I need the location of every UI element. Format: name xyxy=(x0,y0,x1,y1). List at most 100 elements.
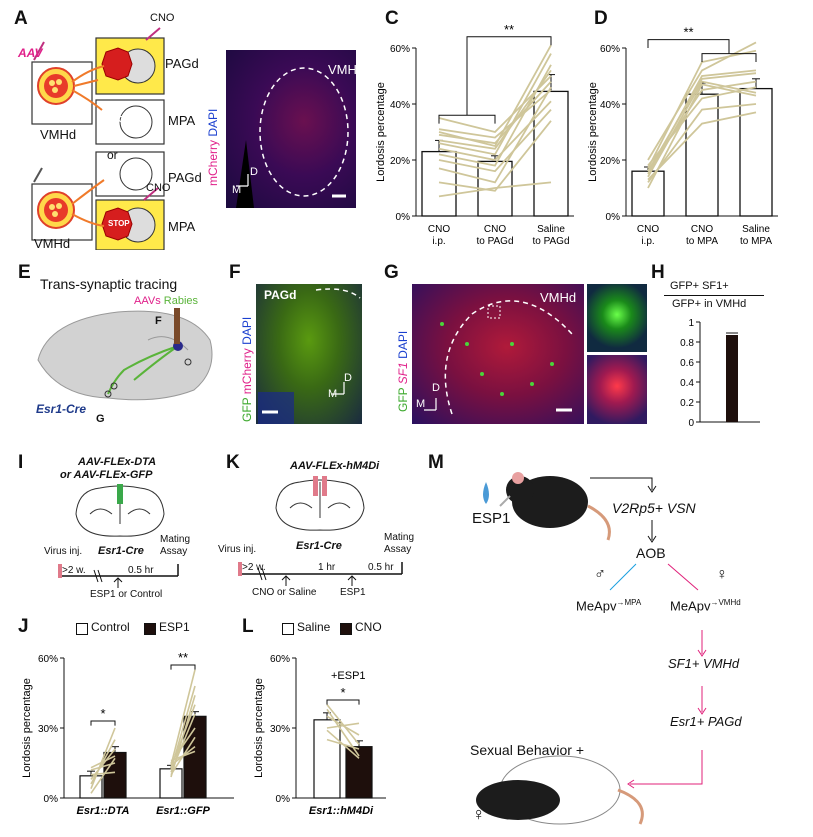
x-tick-label: CNO xyxy=(691,224,713,235)
panel-k-t-esp1: ESP1 xyxy=(340,587,366,598)
individual-line xyxy=(438,80,552,145)
panel-label-m: M xyxy=(428,452,444,473)
y-tick-label: 0.2 xyxy=(680,398,694,409)
legend-label-saline: Saline xyxy=(297,620,331,634)
individual-line xyxy=(438,108,552,173)
panel-i-t-dur: 0.5 hr xyxy=(128,565,154,576)
individual-line xyxy=(170,669,196,766)
aav-pipette-top xyxy=(33,41,45,61)
panel-label-i: I xyxy=(18,452,24,473)
injection-pipette xyxy=(174,308,180,344)
panel-label-l: L xyxy=(242,616,254,637)
individual-line xyxy=(326,729,360,759)
individual-line xyxy=(90,727,116,789)
stop-text-top: STOP xyxy=(108,115,130,124)
panel-label-h: H xyxy=(651,262,665,283)
x-tick-label: Saline xyxy=(742,224,770,235)
panel-f-axis-m: M xyxy=(328,388,338,400)
y-tick-label: 60% xyxy=(38,654,58,665)
panel-b-stain-labels: mCherry DAPI xyxy=(206,108,220,186)
y-axis-label: Lordosis percentage xyxy=(375,82,387,182)
panel-e-mouse: Esr1-Cre xyxy=(36,402,87,416)
sig-bracket xyxy=(466,36,552,116)
x-tick-label: i.p. xyxy=(641,236,654,247)
panel-e-brain-schematic xyxy=(37,308,213,401)
panel-m-esr1: Esr1+ PAGd xyxy=(670,714,742,729)
panel-i-t-virus: Virus inj. xyxy=(44,546,83,557)
bar xyxy=(726,335,738,422)
panel-g-inset-sf1 xyxy=(587,355,647,424)
significance-marker: ** xyxy=(683,25,693,40)
x-tick-label: CNO xyxy=(484,224,506,235)
bar xyxy=(739,87,773,217)
sig-bracket xyxy=(90,720,116,726)
panel-e-tracers: AAVs Rabies xyxy=(134,295,199,307)
third-ventricle xyxy=(236,140,254,208)
x-tick-label: CNO xyxy=(637,224,659,235)
panel-k-timeline xyxy=(238,562,403,586)
cno-label-top: CNO xyxy=(150,12,175,24)
individual-line xyxy=(438,100,552,161)
individual-line xyxy=(647,83,757,189)
y-tick-label: 0.4 xyxy=(680,378,694,389)
vmhd-box-top xyxy=(31,61,93,125)
panel-m-aob: AOB xyxy=(636,545,666,561)
panel-k-virus: AAV-FLEx-hM4Di xyxy=(290,460,380,472)
panel-label-k: K xyxy=(226,452,240,473)
significance-marker: ** xyxy=(504,22,514,37)
individual-line xyxy=(90,757,116,794)
panel-m-esp1: ESP1 xyxy=(472,510,511,527)
stop-text-bottom: STOP xyxy=(108,219,130,228)
panel-k-brain-section xyxy=(275,476,365,531)
sig-bracket xyxy=(170,664,196,670)
x-tick-label: Saline xyxy=(537,224,565,235)
individual-line xyxy=(647,103,757,183)
panel-i-t-gap: >2 w. xyxy=(62,565,86,576)
individual-line xyxy=(326,704,360,745)
x-tick-label: to PAGd xyxy=(476,236,513,247)
x-tick-label: to PAGd xyxy=(532,236,569,247)
panel-c-chart: 0%20%40%60%Lordosis percentageCNOi.p.CNO… xyxy=(375,22,574,247)
y-tick-label: 40% xyxy=(390,100,410,111)
legend-swatch-esp1 xyxy=(144,623,156,635)
individual-line xyxy=(647,41,757,161)
panel-label-e: E xyxy=(18,262,31,283)
y-tick-label: 20% xyxy=(390,156,410,167)
panel-b-axis-m: M xyxy=(232,184,242,196)
panel-e-g-marker: G xyxy=(96,413,105,425)
individual-line xyxy=(170,695,196,778)
x-tick-label: to MPA xyxy=(686,236,718,247)
bar xyxy=(345,746,373,799)
individual-line xyxy=(438,75,552,133)
vmhd-nucleus-top xyxy=(44,74,68,98)
x-tick-label: to MPA xyxy=(740,236,772,247)
pagd-label-top: PAGd xyxy=(165,56,199,71)
panel-k-mouse: Esr1-Cre xyxy=(296,540,342,552)
panel-i-virus-2: or AAV-FLEx-GFP xyxy=(60,469,153,481)
sig-bracket xyxy=(326,699,360,705)
legend-swatch-cno xyxy=(340,623,352,635)
individual-line xyxy=(438,86,552,184)
projection-lines-top xyxy=(71,65,105,111)
panel-k-t-dur: 0.5 hr xyxy=(368,562,394,573)
panel-label-f: F xyxy=(229,262,241,283)
bar xyxy=(631,170,665,217)
panel-f-stain-labels: GFP mCherry DAPI xyxy=(240,316,254,422)
vmhd-box-bottom xyxy=(31,183,93,241)
panel-d-chart: 0%20%40%60%Lordosis percentageCNOi.p.CNO… xyxy=(587,25,778,247)
mpa-label-top: MPA xyxy=(168,113,196,128)
sig-bracket xyxy=(647,39,730,54)
individual-line xyxy=(438,120,552,192)
y-tick-label: 40% xyxy=(600,100,620,111)
legend-swatch-control xyxy=(76,623,88,635)
inset-box xyxy=(487,305,501,319)
panel-k-t-mating-2: Assay xyxy=(384,544,412,555)
y-tick-label: 30% xyxy=(270,724,290,735)
individual-line xyxy=(438,89,552,139)
projection-path-1 xyxy=(107,345,179,395)
y-tick-label: 60% xyxy=(600,44,620,55)
orientation-arrows xyxy=(236,174,249,187)
panel-i-timeline xyxy=(58,564,179,588)
individual-line xyxy=(170,750,196,762)
